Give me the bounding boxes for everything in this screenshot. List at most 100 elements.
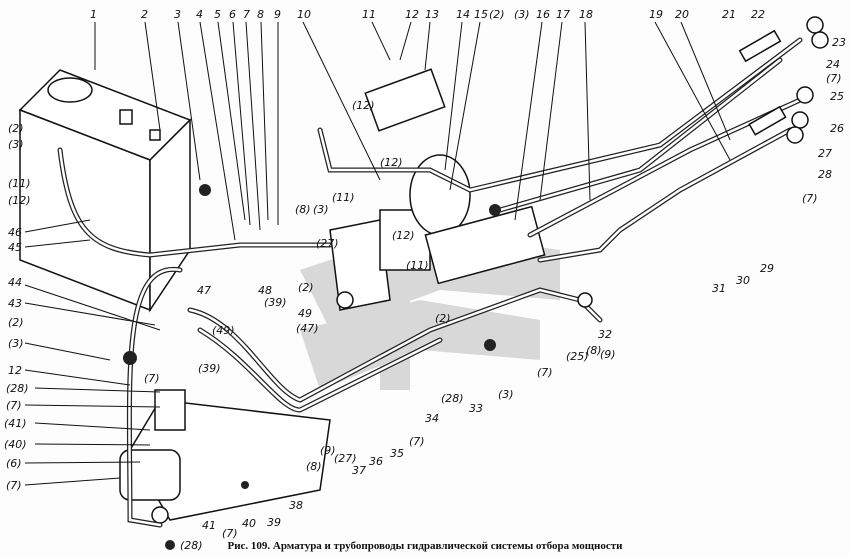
label: (12) <box>8 194 31 207</box>
label: (28) <box>180 539 203 552</box>
label: 18 <box>579 8 593 21</box>
label: 12 <box>405 8 419 21</box>
label: 43 <box>8 297 22 310</box>
label: (2) <box>435 312 451 325</box>
label: (9) <box>320 444 336 457</box>
distributor-valve <box>329 68 546 311</box>
label: 49 <box>298 307 312 320</box>
label: (7) <box>222 527 238 540</box>
label: 33 <box>469 402 483 415</box>
label: (3) <box>8 337 24 350</box>
label: (28) <box>6 382 29 395</box>
label: 13 <box>425 8 439 21</box>
label: (49) <box>212 324 235 337</box>
label: 47 <box>197 284 211 297</box>
label: (12) <box>380 156 403 169</box>
label: (2) <box>298 281 314 294</box>
label: 46 <box>8 226 22 239</box>
label: (47) <box>296 322 319 335</box>
quick-couplings <box>577 16 829 308</box>
label: 16 <box>536 8 550 21</box>
label: 39 <box>267 516 281 529</box>
label: (11) <box>332 191 355 204</box>
label: (2) <box>8 316 24 329</box>
label: 29 <box>760 262 774 275</box>
label: 31 <box>712 282 726 295</box>
label: (7) <box>826 72 842 85</box>
label: (25) <box>566 350 589 363</box>
label: 15 <box>474 8 488 21</box>
label: 19 <box>649 8 663 21</box>
label: (39) <box>198 362 221 375</box>
label: (40) <box>4 438 27 451</box>
leader-lines <box>24 21 731 486</box>
label: (7) <box>409 435 425 448</box>
label: (27) <box>334 452 357 465</box>
label: (3) <box>8 138 24 151</box>
label: 38 <box>289 499 303 512</box>
bolts <box>123 184 501 550</box>
label: 6 <box>229 8 236 21</box>
label: 17 <box>556 8 570 21</box>
label: 14 <box>456 8 470 21</box>
label: 25 <box>830 90 844 103</box>
label: 8 <box>257 8 264 21</box>
label: (7) <box>6 479 22 492</box>
label: 36 <box>369 455 383 468</box>
label: (12) <box>392 229 415 242</box>
label: 41 <box>202 519 216 532</box>
label: 4 <box>196 8 203 21</box>
oil-tank <box>18 69 192 313</box>
label: 44 <box>8 276 22 289</box>
label: 23 <box>832 36 846 49</box>
label: 24 <box>826 58 840 71</box>
label: (8) <box>295 203 311 216</box>
label: 7 <box>243 8 250 21</box>
label: (3) <box>514 8 530 21</box>
label: (2) <box>489 8 505 21</box>
label: (28) <box>441 392 464 405</box>
figure-caption: Рис. 109. Арматура и трубопроводы гидрав… <box>227 540 623 552</box>
label: (11) <box>406 259 429 272</box>
label: 27 <box>818 147 832 160</box>
label: 48 <box>258 284 272 297</box>
label: (27) <box>316 237 339 250</box>
label: 5 <box>214 8 221 21</box>
label: 21 <box>722 8 736 21</box>
label: (7) <box>537 366 553 379</box>
label: 3 <box>174 8 181 21</box>
label: (8) <box>586 344 602 357</box>
label: (41) <box>4 417 27 430</box>
label: (9) <box>600 348 616 361</box>
label: (7) <box>802 192 818 205</box>
label: 35 <box>390 447 404 460</box>
label: 11 <box>362 8 376 21</box>
label: 20 <box>675 8 689 21</box>
label: 9 <box>274 8 281 21</box>
label: (8) <box>306 460 322 473</box>
label: 1 <box>90 8 97 21</box>
label: (6) <box>6 457 22 470</box>
label: (3) <box>313 203 329 216</box>
pipelines <box>57 37 803 528</box>
label: (7) <box>144 372 160 385</box>
label: 34 <box>425 412 439 425</box>
label: (11) <box>8 177 31 190</box>
label: 32 <box>598 328 612 341</box>
label: 40 <box>242 517 256 530</box>
label: 28 <box>818 168 832 181</box>
label: (2) <box>8 122 24 135</box>
label: 45 <box>8 241 22 254</box>
label: 2 <box>141 8 148 21</box>
label: 37 <box>352 464 366 477</box>
label: 26 <box>830 122 844 135</box>
label: (3) <box>498 388 514 401</box>
label: (39) <box>264 296 287 309</box>
label: 12 <box>8 364 22 377</box>
label: 10 <box>297 8 311 21</box>
label: 30 <box>736 274 750 287</box>
label: (12) <box>352 99 375 112</box>
part-labels: 1 2 3 4 5 6 7 8 9 10 11 12 13 14 15 (2) … <box>4 8 846 552</box>
